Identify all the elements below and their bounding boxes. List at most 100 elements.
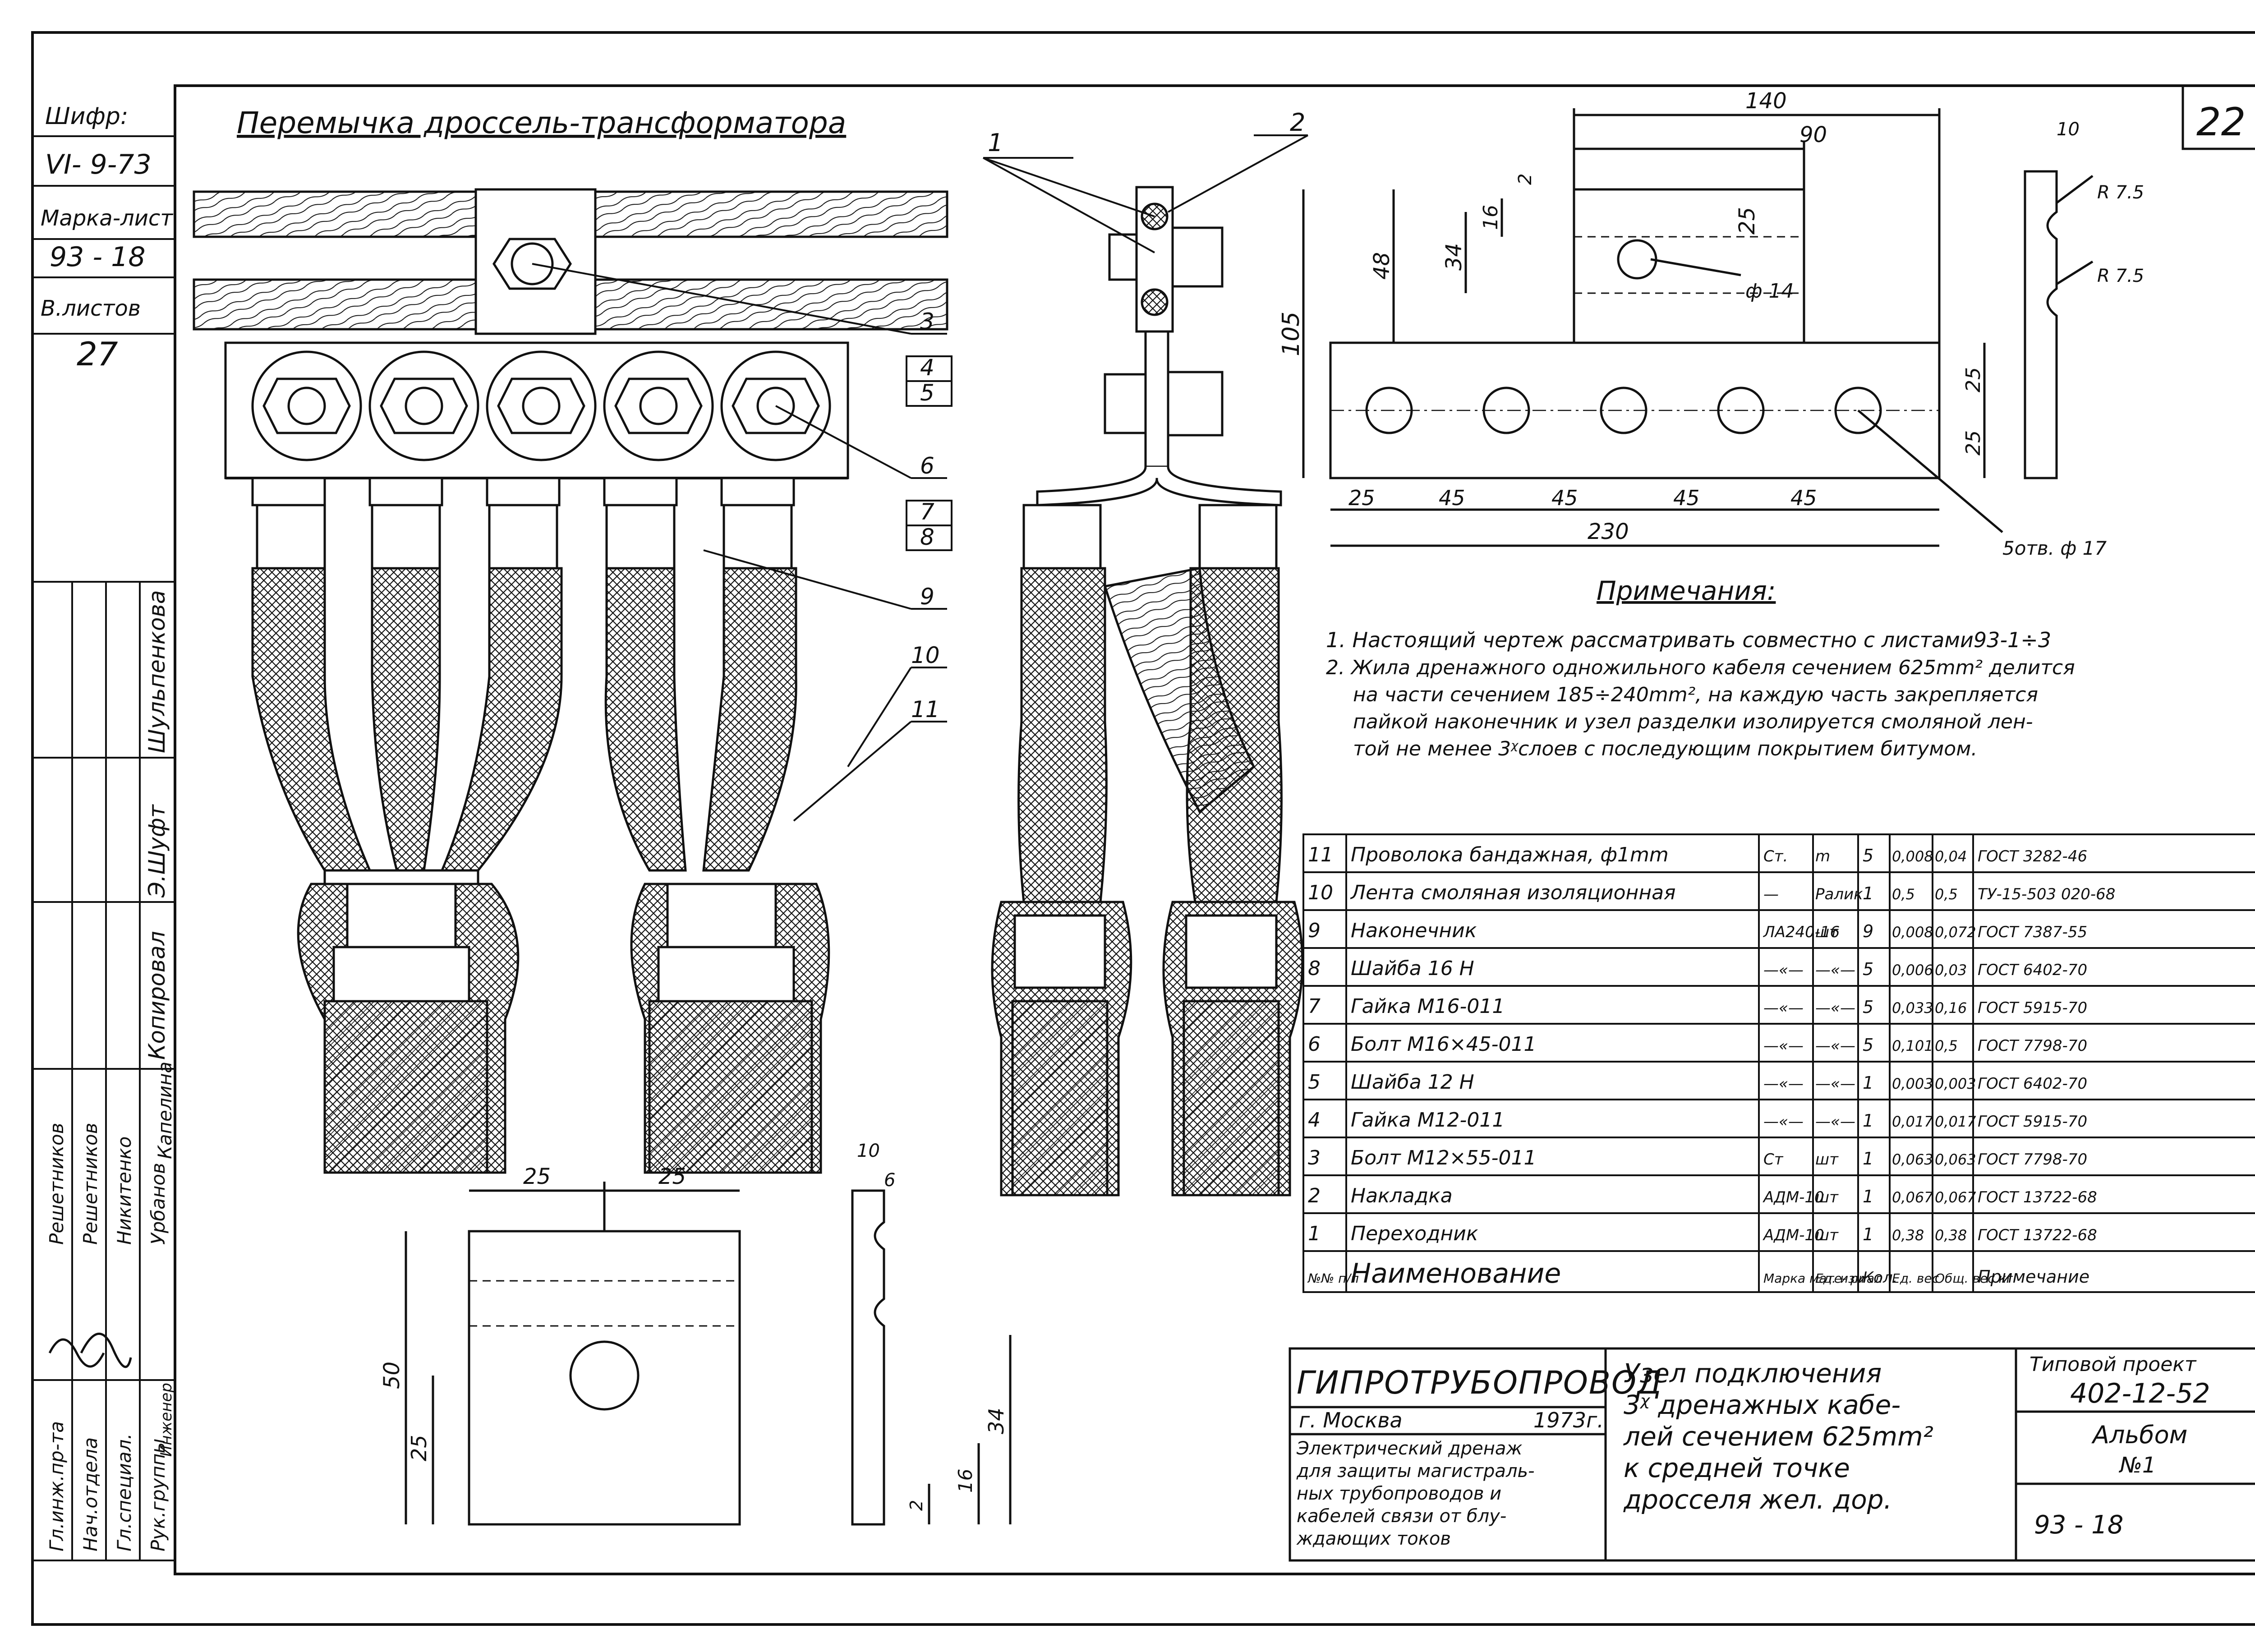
note-4: пайкой наконечник и узел разделки изолир… xyxy=(1353,710,2033,733)
callout-11: 11 xyxy=(911,696,940,722)
dim-105: 105 xyxy=(1278,312,1305,356)
dim-45-b: 45 xyxy=(1551,486,1578,510)
dim-90: 90 xyxy=(1799,122,1827,147)
table-cell: 0,16 xyxy=(1935,999,1967,1017)
pad-dim-34: 34 xyxy=(984,1408,1008,1434)
dim-r75-a: R 7.5 xyxy=(2097,182,2144,203)
table-cell: ЛА240-16 xyxy=(1763,923,1840,941)
table-cell: Ст xyxy=(1763,1150,1784,1169)
table-cell: АДМ-10 xyxy=(1763,1188,1824,1206)
table-header-cell: Наименование xyxy=(1351,1258,1561,1289)
side-stamp xyxy=(32,135,175,1561)
table-cell: 5 xyxy=(1863,1035,1873,1055)
table-cell: 0,063 xyxy=(1935,1151,1976,1168)
table-cell: ГОСТ 5915-70 xyxy=(1978,999,2087,1017)
purpose-3: ных трубопроводов и xyxy=(1297,1483,1501,1504)
sheet-number: 22 xyxy=(2196,100,2246,145)
dim-holes: 5отв. ф 17 xyxy=(2002,537,2107,559)
table-cell: 0,38 xyxy=(1935,1227,1967,1244)
dim-230: 230 xyxy=(1588,519,1629,544)
table-cell: 5 xyxy=(1863,846,1873,865)
callout-3: 3 xyxy=(920,308,934,335)
callout-10: 10 xyxy=(911,642,940,668)
table-cell: 10 xyxy=(1308,881,1333,904)
sheet-mark-value: 93 - 18 xyxy=(50,241,146,273)
table-cell: Переходник xyxy=(1351,1222,1478,1245)
table-cell: ГОСТ 13722-68 xyxy=(1978,1226,2097,1244)
callout-9: 9 xyxy=(920,584,934,610)
table-cell: —«— xyxy=(1763,961,1804,979)
table-cell: — xyxy=(1763,885,1779,903)
album-number: №1 xyxy=(2118,1453,2156,1478)
table-cell: Лента смоляная изоляционная xyxy=(1350,881,1676,904)
table-cell: Ралик xyxy=(1815,885,1863,903)
dim-25-h: 25 xyxy=(1348,486,1375,510)
table-cell: шт xyxy=(1815,923,1839,941)
table-cell: —«— xyxy=(1763,1113,1804,1131)
project-label: Типовой проект xyxy=(2030,1353,2197,1376)
table-cell: 1 xyxy=(1863,884,1873,903)
signature-2 xyxy=(80,1333,132,1368)
table-cell: 0,008 xyxy=(1892,848,1933,865)
table-cell: ГОСТ 13722-68 xyxy=(1978,1188,2097,1206)
table-cell: Ст. xyxy=(1763,847,1788,865)
table-cell: ГОСТ 7798-70 xyxy=(1978,1150,2087,1169)
dim-d14: ф 14 xyxy=(1745,280,1794,303)
dim-45-a: 45 xyxy=(1439,486,1465,510)
pad-dim-50: 50 xyxy=(379,1362,405,1389)
table-cell: 1 xyxy=(1863,1111,1873,1131)
table-cell: —«— xyxy=(1815,1075,1855,1093)
table-cell: —«— xyxy=(1763,999,1804,1017)
person-4: Урбанов xyxy=(147,1163,169,1245)
org-name: ГИПРОТРУБОПРОВОД xyxy=(1297,1364,1663,1401)
table-cell: 5 xyxy=(1308,1071,1321,1094)
table-cell: шт xyxy=(1815,1150,1839,1169)
outer-border xyxy=(31,31,2255,1626)
table-cell: ГОСТ 6402-70 xyxy=(1978,961,2087,979)
album-label: Альбом xyxy=(2091,1421,2187,1449)
role-1: Гл.инж.пр-та xyxy=(46,1421,68,1551)
role-2: Нач.отдела xyxy=(79,1437,101,1551)
dim-25-v1: 25 xyxy=(1962,367,1985,392)
table-cell: АДМ-10 xyxy=(1763,1226,1824,1244)
table-cell: 0,003 xyxy=(1935,1075,1976,1092)
person-2: Решетников xyxy=(79,1123,101,1245)
table-cell: Гайка М16-011 xyxy=(1351,995,1505,1018)
table-cell: —«— xyxy=(1815,1037,1855,1055)
table-header-cell: Примечание xyxy=(1978,1267,2089,1287)
dim-34: 34 xyxy=(1441,243,1467,271)
table-cell: Накладка xyxy=(1351,1184,1453,1207)
city: г. Москва xyxy=(1299,1408,1403,1432)
table-cell: —«— xyxy=(1815,961,1855,979)
inner-border xyxy=(174,84,2255,1575)
table-cell: Гайка М12-011 xyxy=(1351,1109,1505,1132)
table-cell: —«— xyxy=(1763,1075,1804,1093)
purpose-1: Электрический дренаж xyxy=(1296,1438,1522,1459)
pad-dim-25-a: 25 xyxy=(523,1164,551,1189)
stamp-name-3: Копировал xyxy=(144,931,170,1060)
drawing-name-2: 3ᵡ дренажных кабе- xyxy=(1624,1390,1901,1420)
table-cell: 11 xyxy=(1308,843,1333,866)
dim-45-d: 45 xyxy=(1790,486,1817,510)
table-cell: 2 xyxy=(1308,1184,1321,1207)
table-cell: —«— xyxy=(1815,1113,1855,1131)
terminal-lugs xyxy=(251,350,831,461)
notes-heading: Примечания: xyxy=(1597,575,1776,606)
callout-7: 7 xyxy=(920,499,934,525)
table-header-cell: Марка мате- риал xyxy=(1763,1271,1882,1286)
pad-dim-25-v: 25 xyxy=(407,1435,431,1461)
table-cell: 0,067 xyxy=(1935,1189,1976,1206)
sheets-label: В.листов xyxy=(41,296,141,321)
callout-4: 4 xyxy=(920,354,934,381)
table-cell: 0,003 xyxy=(1892,1075,1933,1092)
person-5: Капелина xyxy=(154,1062,176,1159)
table-cell: 0,04 xyxy=(1935,848,1967,865)
stamp-name-2: Э.Шуфт xyxy=(144,804,170,898)
drawing-name-4: к средней точке xyxy=(1624,1453,1850,1483)
table-cell: ГОСТ 6402-70 xyxy=(1978,1075,2087,1093)
purpose-5: ждающих токов xyxy=(1296,1528,1451,1549)
table-cell: 0,38 xyxy=(1892,1227,1924,1244)
role-4: Рук.группы xyxy=(147,1438,169,1551)
